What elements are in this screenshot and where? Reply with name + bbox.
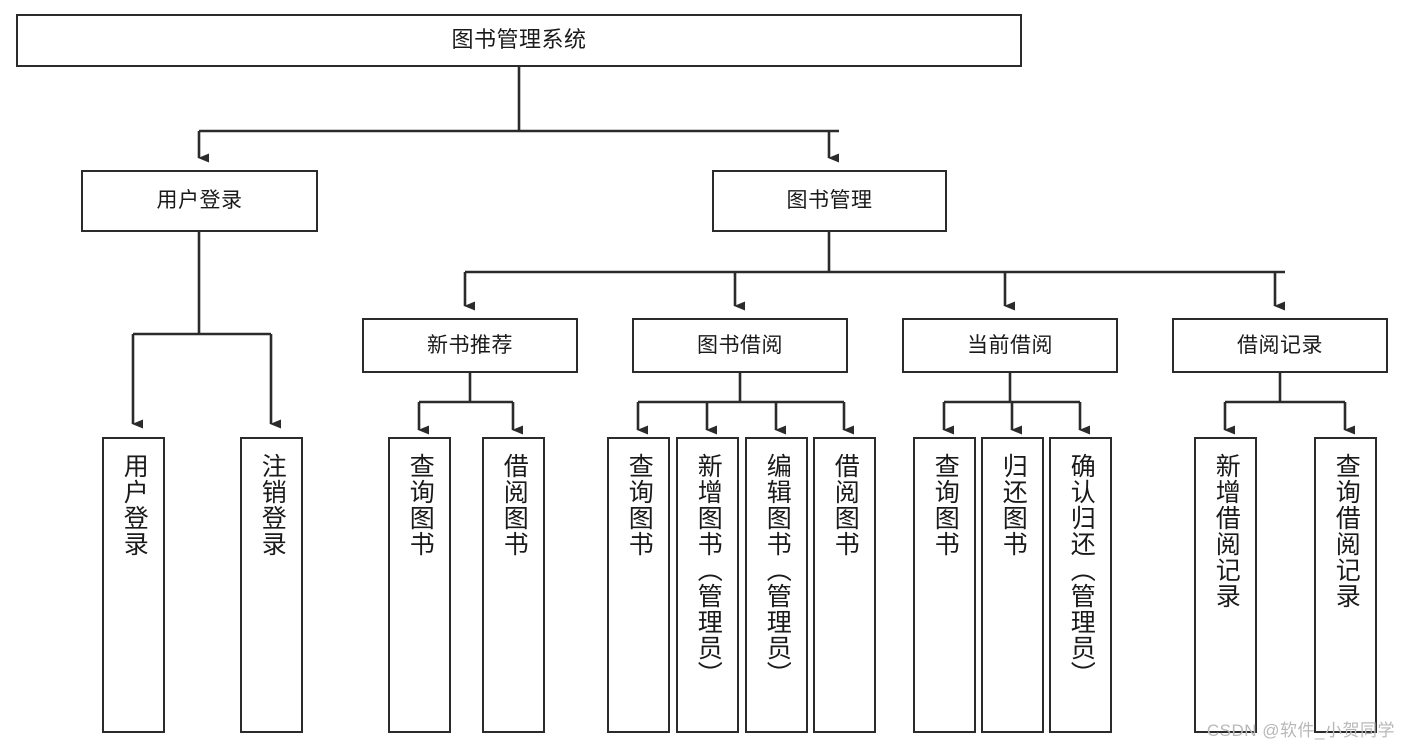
leaf-br-add-record-label: 新增借阅记录 <box>1212 453 1241 609</box>
leaf-user-login-label: 用户登录 <box>120 453 149 557</box>
leaf-nb-query-book-label: 查询图书 <box>406 453 435 557</box>
node-book-borrow[interactable]: 图书借阅 <box>632 318 848 373</box>
node-current-borrow[interactable]: 当前借阅 <box>902 318 1118 373</box>
node-book-borrow-label: 图书借阅 <box>697 333 783 357</box>
leaf-bb-add-book[interactable]: 新增图书（管理员） <box>676 437 739 733</box>
leaf-br-query-record-label: 查询借阅记录 <box>1332 453 1361 609</box>
leaf-bb-edit-book-label: 编辑图书（管理员） <box>763 453 792 687</box>
node-book-management-label: 图书管理 <box>786 189 873 213</box>
leaf-cb-confirm-return[interactable]: 确认归还（管理员） <box>1049 437 1112 733</box>
leaf-cb-return-book-label: 归还图书 <box>999 453 1028 557</box>
leaf-bb-borrow-book[interactable]: 借阅图书 <box>813 437 876 733</box>
leaf-cb-query-book[interactable]: 查询图书 <box>913 437 976 733</box>
node-borrow-record-label: 借阅记录 <box>1237 333 1323 357</box>
leaf-bb-borrow-book-label: 借阅图书 <box>831 453 860 557</box>
leaf-br-query-record[interactable]: 查询借阅记录 <box>1314 437 1377 733</box>
leaf-bb-add-book-label: 新增图书（管理员） <box>694 453 723 687</box>
leaf-br-add-record[interactable]: 新增借阅记录 <box>1194 437 1257 733</box>
leaf-cb-query-book-label: 查询图书 <box>931 453 960 557</box>
node-root-system[interactable]: 图书管理系统 <box>16 14 1022 67</box>
node-current-borrow-label: 当前借阅 <box>967 333 1053 357</box>
leaf-bb-query-book-label: 查询图书 <box>625 453 654 557</box>
leaf-cb-return-book[interactable]: 归还图书 <box>981 437 1044 733</box>
node-root-system-label: 图书管理系统 <box>451 27 587 53</box>
node-borrow-record[interactable]: 借阅记录 <box>1172 318 1388 373</box>
leaf-nb-borrow-book-label: 借阅图书 <box>500 453 529 557</box>
node-user-login[interactable]: 用户登录 <box>81 170 318 232</box>
leaf-logout-label: 注销登录 <box>258 453 287 557</box>
leaf-bb-query-book[interactable]: 查询图书 <box>607 437 670 733</box>
leaf-bb-edit-book[interactable]: 编辑图书（管理员） <box>745 437 808 733</box>
node-user-login-label: 用户登录 <box>156 189 243 213</box>
leaf-user-login[interactable]: 用户登录 <box>102 437 165 733</box>
node-new-book-recommend-label: 新书推荐 <box>427 333 513 357</box>
node-book-management[interactable]: 图书管理 <box>712 170 947 232</box>
leaf-nb-query-book[interactable]: 查询图书 <box>388 437 451 733</box>
leaf-logout[interactable]: 注销登录 <box>240 437 303 733</box>
leaf-nb-borrow-book[interactable]: 借阅图书 <box>482 437 545 733</box>
leaf-cb-confirm-return-label: 确认归还（管理员） <box>1067 453 1096 687</box>
node-new-book-recommend[interactable]: 新书推荐 <box>362 318 578 373</box>
